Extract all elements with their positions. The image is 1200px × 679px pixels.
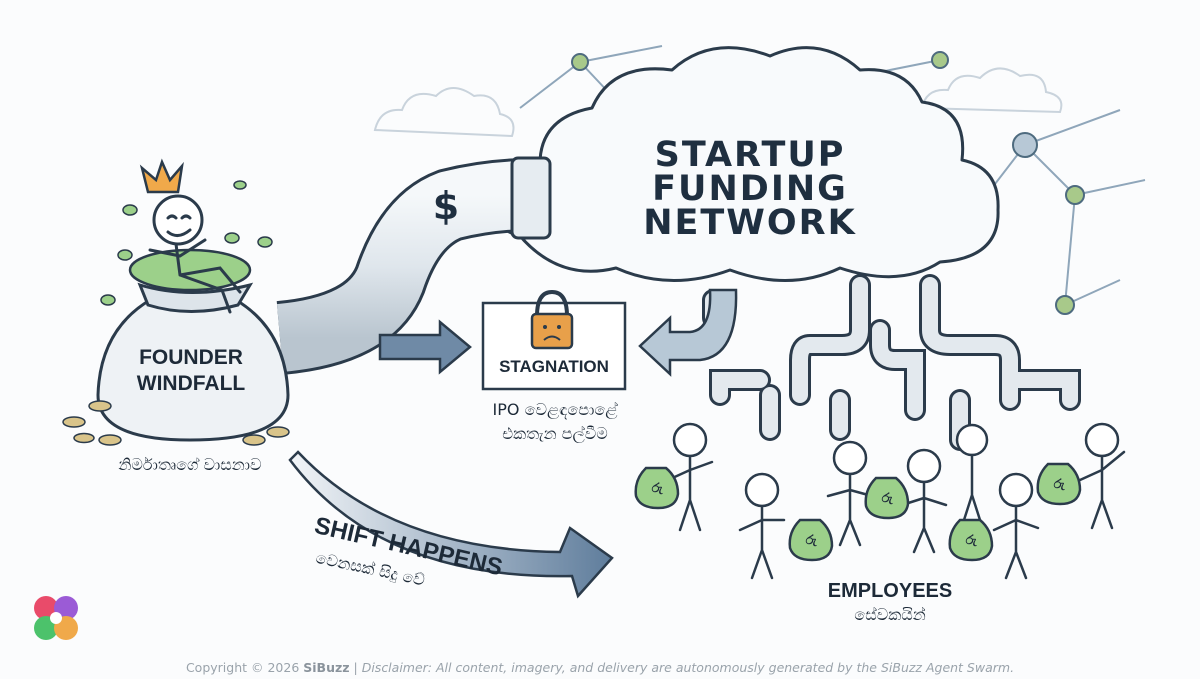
dollar-symbol: $	[432, 184, 460, 228]
funding-cloud-shape	[495, 46, 1000, 282]
distribution-pipes	[702, 274, 1081, 451]
employee-bag-label: රු	[1053, 477, 1065, 492]
cloud-title-line3: NETWORK	[643, 203, 857, 243]
arrow-to-stagnation-left	[378, 319, 472, 375]
employee-bag-label: රු	[965, 533, 977, 548]
stagnation-sinhala-line2: එකතැන පල්වීම	[502, 424, 608, 443]
network-hub-icon	[1012, 132, 1038, 158]
footer-copyright: Copyright © 2026	[185, 660, 304, 675]
funding-pipe	[276, 156, 552, 375]
network-node-icon	[571, 51, 1085, 315]
founder-figure	[148, 194, 242, 314]
footer-brand[interactable]: SiBuzz	[303, 660, 350, 675]
shift-arrow	[288, 450, 614, 599]
employee-figures	[666, 422, 1126, 580]
cloud-title-line2: FUNDING	[652, 169, 848, 209]
footer-separator: |	[349, 660, 362, 675]
employee-money-bag-icon	[634, 462, 1082, 562]
founder-title-line2: WINDFALL	[136, 372, 246, 395]
footer: Copyright © 2026 SiBuzz | Disclaimer: Al…	[0, 656, 1200, 679]
flying-coin-icon	[100, 180, 273, 306]
stagnation-sinhala-line1: IPO වෙළඳපොළේ	[492, 400, 618, 419]
crown-icon	[139, 158, 184, 194]
coin-icon	[62, 400, 290, 446]
employee-bag-label: රු	[881, 491, 893, 506]
padlock-icon	[530, 289, 574, 350]
arrow-to-stagnation-right	[638, 288, 738, 377]
background-cloud-right	[920, 67, 1063, 114]
cloud-title: STARTUP FUNDING NETWORK	[620, 135, 880, 243]
background-cloud-left	[373, 87, 515, 138]
employees-sinhala: සේවකයින්	[854, 605, 926, 624]
stagnation-sinhala: IPO වෙළඳපොළේ එකතැන පල්වීම	[440, 398, 670, 446]
founder-sinhala: නිර්මාතෘගේ වාසනාව	[118, 455, 262, 474]
employee-bag-label: රු	[805, 533, 817, 548]
cloud-title-line1: STARTUP	[654, 135, 846, 175]
stagnation-label: STAGNATION	[499, 357, 609, 376]
sibuzz-logo	[34, 596, 78, 640]
employee-bag-label: රු	[651, 481, 663, 496]
footer-disclaimer: Disclaimer: All content, imagery, and de…	[361, 660, 1015, 675]
employees-title: EMPLOYEES	[827, 580, 953, 602]
founder-title-line1: FOUNDER	[139, 346, 243, 369]
founder-title: FOUNDER WINDFALL	[126, 345, 256, 397]
